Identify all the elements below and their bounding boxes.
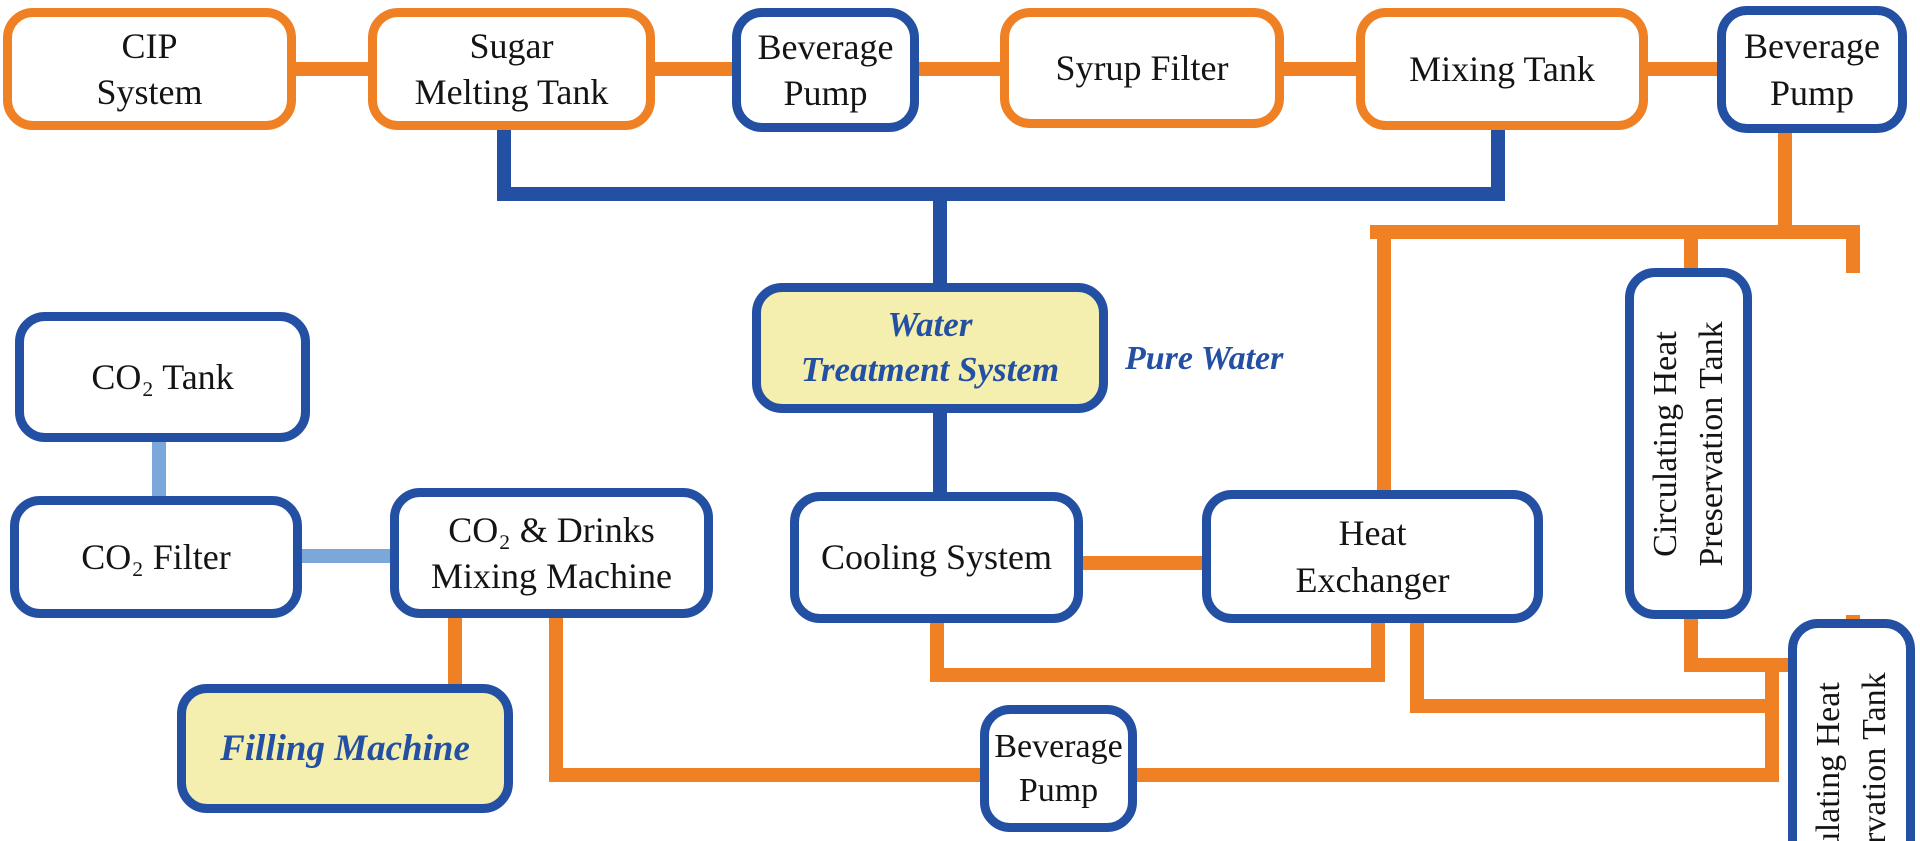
- node-label: Pump: [783, 73, 868, 113]
- line-topright-bus: [1370, 225, 1860, 239]
- node-label: Filling Machine: [220, 727, 470, 769]
- node-label: CO₂ & Drinks: [448, 509, 655, 550]
- line-co2tank-filter: [152, 440, 166, 498]
- node-label: Pump: [1018, 771, 1099, 809]
- node-filling-machine: Filling Machine: [177, 684, 513, 813]
- pure-water-label: Pure Water: [1125, 340, 1284, 377]
- line-heatex-bottom-left: [1371, 619, 1385, 682]
- line-tank2-top: [1846, 233, 1860, 273]
- line-tank1-bottom: [1684, 615, 1698, 672]
- line-u-loop: [930, 668, 1385, 682]
- node-beverage-pump-right: Beverage Pump: [1717, 6, 1907, 133]
- node-label: Beverage: [994, 727, 1123, 765]
- node-circulating-heat-preservation-tank-2: Circulating Heat Preservation Tank: [1788, 619, 1915, 841]
- node-label: Water: [887, 305, 973, 345]
- node-label: Syrup Filter: [1055, 47, 1229, 88]
- node-cooling-system: Cooling System: [790, 492, 1083, 623]
- line-cooling-heatex: [1079, 556, 1206, 570]
- line-bus-to-wts: [933, 194, 947, 286]
- node-label: Mixing Tank: [1409, 48, 1595, 89]
- node-mixing-tank: Mixing Tank: [1356, 8, 1648, 130]
- node-label: System: [96, 72, 203, 112]
- node-label-rotated: Circulating Heat Preservation Tank: [1809, 671, 1893, 841]
- node-label: Beverage: [1744, 26, 1880, 67]
- line-right-main-drop: [1765, 665, 1779, 782]
- node-label: CIP: [121, 25, 178, 66]
- line-water-bus: [497, 187, 1505, 201]
- node-label: Sugar: [469, 25, 554, 66]
- line-machine-to-bus: [549, 616, 563, 782]
- line-sugar-pump: [653, 62, 734, 76]
- node-cip-system: CIP System: [3, 8, 296, 130]
- line-mixing-drop: [1491, 126, 1505, 201]
- line-cip-sugar: [296, 62, 372, 76]
- node-label: Mixing Machine: [431, 556, 672, 596]
- node-beverage-pump-top: Beverage Pump: [732, 8, 919, 132]
- node-syrup-filter: Syrup Filter: [1000, 8, 1284, 128]
- node-water-treatment-system: Water Treatment System: [752, 283, 1108, 413]
- node-sugar-melting-tank: Sugar Melting Tank: [368, 8, 655, 130]
- line-wts-to-cooling: [933, 410, 947, 496]
- line-mixing-pump: [1646, 62, 1721, 76]
- node-label: Pump: [1769, 72, 1855, 113]
- node-beverage-pump-bottom: Beverage Pump: [980, 705, 1137, 832]
- line-filter-machine: [298, 549, 394, 563]
- node-co2-tank: CO₂ Tank: [15, 312, 310, 442]
- node-co2-drinks-mixing-machine: CO₂ & Drinks Mixing Machine: [390, 488, 713, 618]
- node-co2-filter: CO₂ Filter: [10, 496, 302, 618]
- line-heatex-to-drop: [1410, 699, 1779, 713]
- node-label: Melting Tank: [414, 72, 609, 112]
- node-label: Heat: [1338, 513, 1407, 554]
- line-pump2-drop: [1778, 131, 1792, 231]
- node-label-rotated: Circulating Heat Preservation Tank: [1646, 320, 1730, 567]
- line-syrup-mixing: [1282, 62, 1358, 76]
- line-machine-to-filling: [448, 616, 462, 688]
- node-label: Treatment System: [800, 350, 1060, 389]
- line-heatex-bottom-right: [1410, 619, 1424, 713]
- line-tank1-top: [1684, 233, 1698, 273]
- line-bottom-bus: [549, 768, 1779, 782]
- node-label: Cooling System: [820, 537, 1053, 578]
- line-bus-to-heatex: [1377, 232, 1391, 494]
- node-label: Exchanger: [1295, 559, 1450, 600]
- node-label: Beverage: [757, 26, 894, 67]
- node-heat-exchanger: Heat Exchanger: [1202, 490, 1543, 623]
- node-label: CO₂ Filter: [81, 536, 231, 577]
- line-pump-syrup: [917, 62, 1002, 76]
- node-circulating-heat-preservation-tank-1: Circulating Heat Preservation Tank: [1625, 268, 1752, 619]
- node-label: CO₂ Tank: [91, 356, 234, 397]
- line-cooling-bottom: [930, 619, 944, 682]
- line-sugar-drop: [497, 126, 511, 201]
